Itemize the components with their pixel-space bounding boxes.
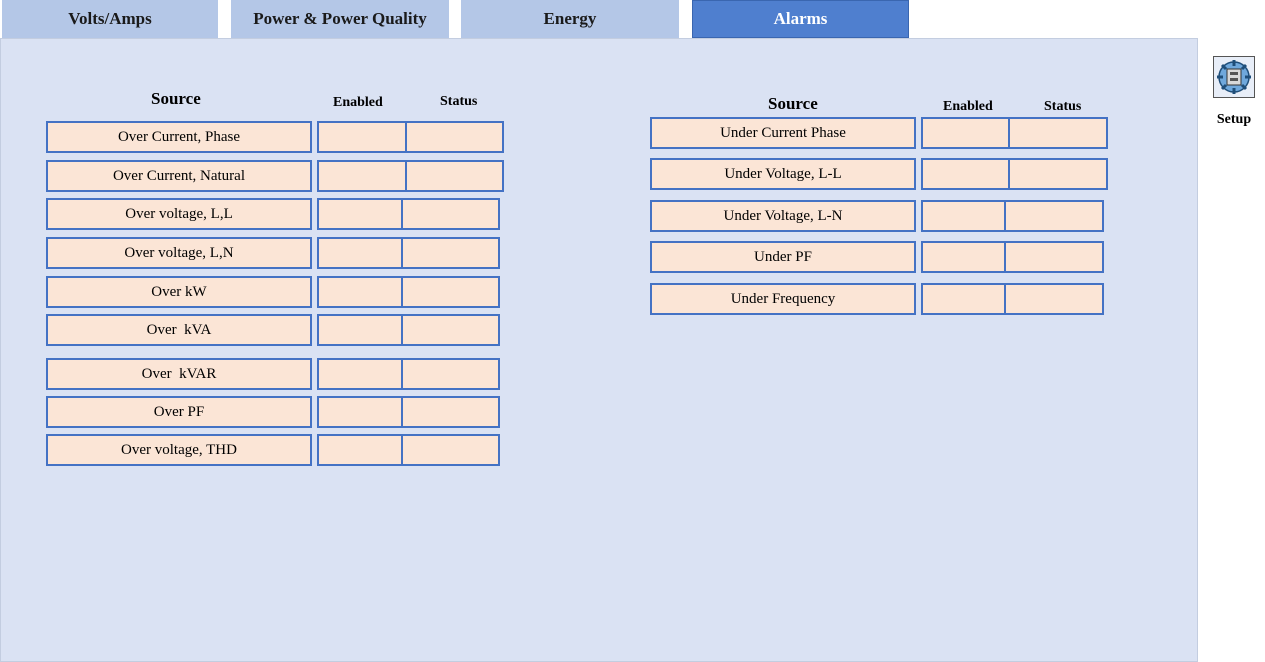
alarm-status-cell [401,198,500,230]
setup-button[interactable]: Setup [1208,56,1260,132]
alarm-source-label: Over kW [46,276,312,308]
alarm-row: Over voltage, THD [46,434,506,467]
alarm-row: Over Current, Phase [46,121,506,154]
alarm-source-label: Under Voltage, L-L [650,158,916,190]
alarm-source-label: Under PF [650,241,916,273]
alarm-source-label: Over kVAR [46,358,312,390]
alarm-source-label: Over Current, Phase [46,121,312,153]
alarm-status-cell [405,121,504,153]
alarm-row: Over kVAR [46,358,506,391]
alarm-status-cell [1004,200,1104,232]
alarm-row: Under Current Phase [650,117,1110,150]
alarm-row: Over kW [46,276,506,309]
alarm-row: Over PF [46,396,506,429]
alarm-source-label: Over kVA [46,314,312,346]
alarm-enabled-cell[interactable] [317,358,403,390]
alarm-enabled-cell[interactable] [921,200,1007,232]
left-enabled-header: Enabled [333,95,383,110]
alarm-source-label: Over voltage, L,N [46,237,312,269]
alarm-status-cell [401,314,500,346]
gears-icon [1213,56,1255,98]
tab-alarms[interactable]: Alarms [692,0,909,38]
right-source-header: Source [768,94,818,113]
alarm-source-label: Under Voltage, L-N [650,200,916,232]
alarm-enabled-cell[interactable] [317,434,403,466]
alarm-status-cell [401,276,500,308]
alarm-status-cell [405,160,504,192]
alarm-source-label: Over Current, Natural [46,160,312,192]
alarm-status-cell [1008,117,1108,149]
tab-power-quality[interactable]: Power & Power Quality [231,0,449,38]
alarm-source-label: Over voltage, L,L [46,198,312,230]
alarm-source-label: Under Current Phase [650,117,916,149]
alarm-row: Under Voltage, L-N [650,200,1110,233]
alarm-enabled-cell[interactable] [921,241,1007,273]
alarm-enabled-cell[interactable] [921,283,1007,315]
alarm-enabled-cell[interactable] [317,396,403,428]
right-enabled-header: Enabled [943,99,993,114]
alarm-status-cell [1004,283,1104,315]
alarm-source-label: Under Frequency [650,283,916,315]
alarm-row: Under Voltage, L-L [650,158,1110,191]
alarm-row: Under Frequency [650,283,1110,316]
alarm-row: Over voltage, L,L [46,198,506,231]
setup-label: Setup [1216,112,1252,127]
alarm-row: Over voltage, L,N [46,237,506,270]
alarm-enabled-cell[interactable] [317,160,407,192]
alarm-row: Over Current, Natural [46,160,506,193]
alarm-enabled-cell[interactable] [317,237,403,269]
alarm-enabled-cell[interactable] [317,314,403,346]
alarm-status-cell [401,237,500,269]
left-status-header: Status [440,94,478,109]
alarm-enabled-cell[interactable] [317,198,403,230]
alarm-status-cell [401,434,500,466]
tab-volts-amps[interactable]: Volts/Amps [2,0,218,38]
right-status-header: Status [1044,99,1082,114]
alarm-source-label: Over voltage, THD [46,434,312,466]
alarm-enabled-cell[interactable] [921,158,1011,190]
alarm-row: Under PF [650,241,1110,274]
alarm-row: Over kVA [46,314,506,347]
alarm-status-cell [401,358,500,390]
alarm-enabled-cell[interactable] [921,117,1011,149]
alarm-source-label: Over PF [46,396,312,428]
alarm-enabled-cell[interactable] [317,121,407,153]
left-source-header: Source [151,89,201,108]
alarm-status-cell [1004,241,1104,273]
alarm-status-cell [1008,158,1108,190]
alarm-enabled-cell[interactable] [317,276,403,308]
tab-energy[interactable]: Energy [461,0,679,38]
alarm-status-cell [401,396,500,428]
